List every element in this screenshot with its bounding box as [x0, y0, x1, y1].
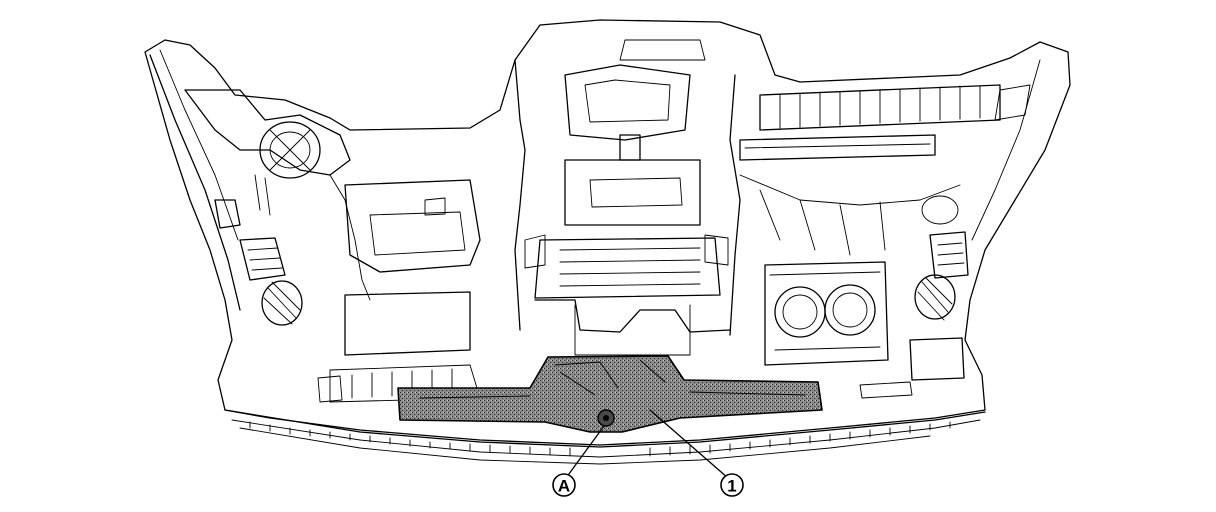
left-lower-vent [261, 280, 303, 326]
callout-circle-1 [720, 473, 744, 497]
callout-circle-a [552, 473, 576, 497]
left-side-vent [239, 237, 286, 281]
left-lower-panel [344, 291, 471, 356]
lower-edge-ribs [249, 421, 951, 457]
audio-unit-bay [564, 159, 701, 226]
leader-lines [565, 409, 729, 479]
dashboard-body [144, 19, 1071, 465]
callout-a: A [552, 473, 576, 497]
cupholder-right [824, 284, 876, 336]
right-upper-grille [739, 84, 1001, 256]
reinforcement-panel [397, 355, 823, 433]
left-duct-opening [259, 121, 321, 179]
left-panel-area [317, 179, 481, 403]
right-cupholder-area [764, 261, 965, 399]
cupholder-left [774, 286, 826, 338]
upper-display-opening [564, 64, 691, 141]
callout-label-a: A [558, 477, 570, 496]
center-stack [514, 39, 741, 356]
leader-line-1 [649, 409, 729, 479]
callout-1: 1 [720, 473, 744, 497]
callout-label-1: 1 [727, 477, 736, 496]
right-side-vent [929, 231, 969, 279]
right-lower-vent [914, 274, 956, 320]
left-side-structure [149, 49, 371, 326]
right-side-structure [914, 59, 1041, 321]
leader-line-a [565, 425, 605, 479]
